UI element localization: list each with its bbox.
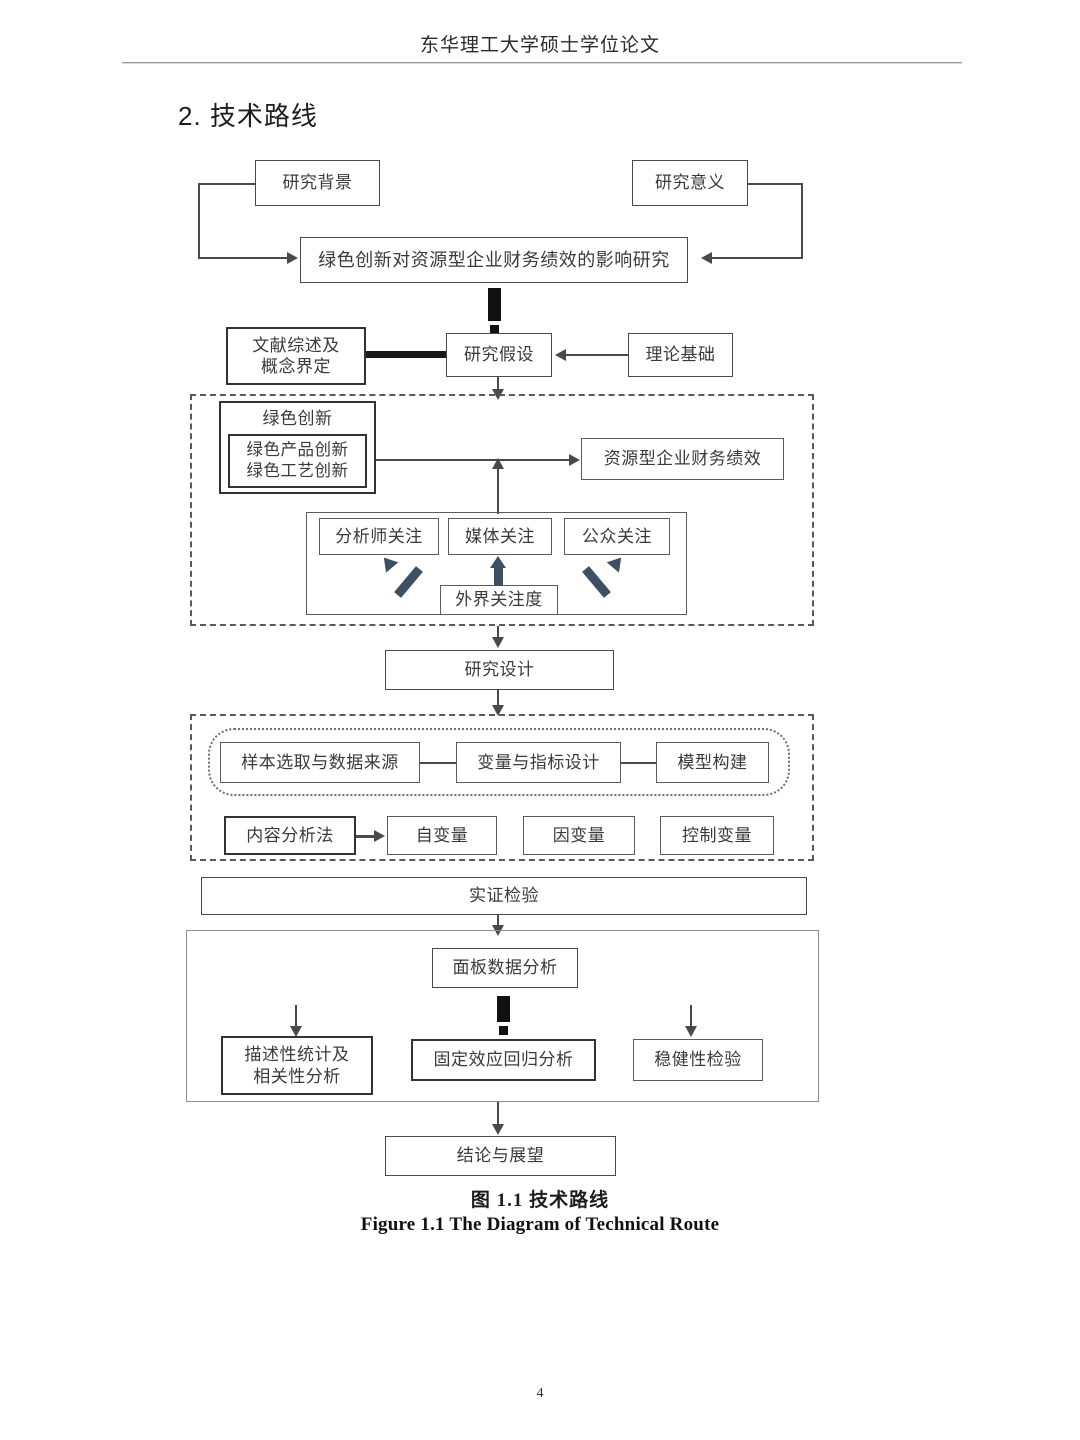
- figure-caption-chinese: 图 1.1 技术路线: [470, 1190, 610, 1211]
- arrowhead-moderation: [492, 458, 504, 469]
- green-product-innovation-label: 绿色产品创新: [246, 441, 349, 460]
- node-dependent-variable: 因变量: [523, 816, 635, 855]
- connector-empirical-test-to-analysis-zone: [497, 915, 499, 931]
- node-content-analysis: 内容分析法: [224, 816, 356, 855]
- connector-green-innovation-to-performance: [376, 459, 570, 461]
- green-innovation-group-label: 绿色创新: [262, 409, 333, 428]
- connector-panel-to-fixed-effect: [497, 996, 510, 1036]
- arrowhead-into-independent-variable: [374, 830, 385, 842]
- node-sample-selection: 样本选取与数据来源: [220, 742, 420, 783]
- arrowhead-into-conclusion: [492, 1124, 504, 1135]
- arrowhead-into-descriptive-stats: [290, 1026, 302, 1037]
- connector-model-zone-to-research-design: [497, 626, 499, 644]
- arrowhead-into-main-topic-left: [287, 252, 298, 264]
- node-variable-indicator-design: 变量与指标设计: [456, 742, 621, 783]
- node-media-attention: 媒体关注: [448, 518, 552, 555]
- research-design-zone: [190, 714, 814, 861]
- node-research-hypothesis: 研究假设: [446, 333, 552, 377]
- arrowhead-into-research-design: [492, 637, 504, 648]
- connector-analysis-zone-to-conclusion: [497, 1102, 499, 1129]
- node-research-significance: 研究意义: [632, 160, 748, 206]
- literature-review-line-1: 文献综述及: [252, 335, 340, 355]
- model-framework-zone: [190, 394, 814, 626]
- connector-to-robustness-test: [690, 1005, 692, 1031]
- arrowhead-into-performance: [569, 454, 580, 466]
- node-control-variable: 控制变量: [660, 816, 774, 855]
- connector-content-analysis-to-independent: [356, 835, 376, 838]
- arrowhead-into-main-topic-right: [701, 252, 712, 264]
- connector-theory-to-hypothesis: [566, 354, 628, 356]
- node-financial-performance: 资源型企业财务绩效: [581, 438, 784, 480]
- node-panel-data-analysis: 面板数据分析: [432, 948, 578, 988]
- connector-variable-to-model: [621, 762, 656, 764]
- connector-to-descriptive-stats: [295, 1005, 297, 1031]
- section-heading: 2. 技术路线: [178, 101, 318, 131]
- header-divider: [122, 62, 962, 64]
- connector-sample-to-variable: [420, 762, 456, 764]
- connector-literature-to-hypothesis: [366, 351, 446, 358]
- node-model-construction: 模型构建: [656, 742, 769, 783]
- figure-caption-english: Figure 1.1 The Diagram of Technical Rout…: [360, 1214, 720, 1235]
- green-process-innovation-label: 绿色工艺创新: [246, 462, 349, 480]
- descriptive-stats-line-1: 描述性统计及: [244, 1045, 350, 1065]
- node-conclusion-outlook: 结论与展望: [385, 1136, 616, 1176]
- literature-review-line-2: 概念界定: [261, 357, 331, 376]
- node-literature-review: 文献综述及 概念界定: [226, 327, 366, 385]
- arrowhead-into-design-zone: [492, 705, 504, 716]
- design-steps-container: [208, 728, 790, 796]
- connector-significance-vertical: [801, 183, 803, 258]
- node-main-topic: 绿色创新对资源型企业财务绩效的影响研究: [300, 237, 688, 283]
- empirical-analysis-zone: [186, 930, 819, 1102]
- running-header: 东华理工大学硕士学位论文: [419, 35, 660, 56]
- connector-hypothesis-to-model-zone: [497, 377, 499, 395]
- connector-significance-bottom: [712, 257, 803, 259]
- connector-background-bottom: [198, 257, 288, 259]
- node-green-innovation-dimensions: 绿色产品创新 绿色工艺创新: [228, 434, 367, 488]
- connector-research-design-to-design-zone: [497, 690, 499, 712]
- node-research-background: 研究背景: [255, 160, 380, 206]
- page-number: 4: [536, 1386, 544, 1401]
- connector-main-topic-to-hypothesis: [488, 288, 501, 334]
- node-research-design: 研究设计: [385, 650, 614, 690]
- node-fixed-effect-regression: 固定效应回归分析: [411, 1039, 596, 1081]
- node-external-attention: 外界关注度: [440, 585, 558, 615]
- connector-attention-to-main-path: [497, 469, 499, 514]
- navy-arrowhead-media: [490, 556, 506, 568]
- node-empirical-test: 实证检验: [201, 877, 807, 915]
- node-public-attention: 公众关注: [564, 518, 670, 555]
- node-descriptive-stats: 描述性统计及 相关性分析: [221, 1036, 373, 1095]
- descriptive-stats-line-2: 相关性分析: [253, 1066, 341, 1086]
- node-robustness-test: 稳健性检验: [633, 1039, 763, 1081]
- node-analyst-attention: 分析师关注: [319, 518, 439, 555]
- connector-background-vertical: [198, 183, 200, 258]
- node-theoretical-basis: 理论基础: [628, 333, 733, 377]
- connector-background-left: [198, 183, 256, 185]
- arrowhead-into-hypothesis: [555, 349, 566, 361]
- navy-stem-media: [494, 566, 503, 586]
- arrowhead-into-robustness-test: [685, 1026, 697, 1037]
- connector-significance-right: [747, 183, 803, 185]
- node-independent-variable: 自变量: [387, 816, 497, 855]
